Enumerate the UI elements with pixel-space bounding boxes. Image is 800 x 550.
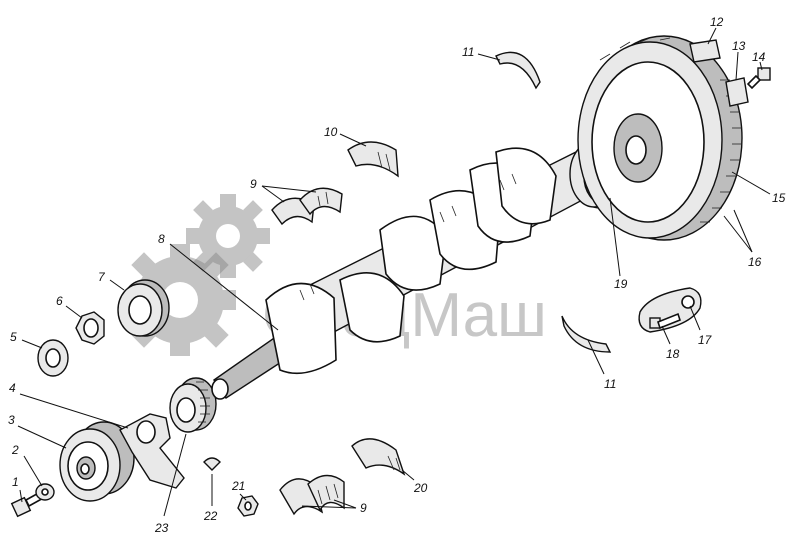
callout-label: 11: [604, 377, 616, 391]
callout-4: 4: [9, 381, 129, 429]
callout-label: 9: [250, 177, 257, 191]
callout-label: 7: [98, 270, 106, 284]
part-lockplate-13: [725, 77, 749, 107]
callout-label: 3: [8, 413, 15, 427]
part-flywheel-15: [577, 35, 743, 241]
callout-label: 15: [772, 191, 786, 205]
callout-label: 16: [748, 255, 762, 269]
callout-16: 16: [723, 209, 762, 269]
part-main-bearing-shells-9-upper: [271, 187, 343, 226]
callout-9-lower: 9: [301, 499, 367, 515]
callout-20: 20: [401, 469, 428, 495]
part-main-bearing-shells-9-lower: [279, 474, 345, 516]
callout-19: 19: [609, 197, 628, 291]
callout-label: 9: [360, 501, 367, 515]
part-bracket-4: [119, 413, 185, 489]
callout-5: 5: [10, 330, 43, 349]
callout-label: 11: [462, 45, 474, 59]
part-bolt-14: [746, 67, 771, 90]
callout-10: 10: [324, 125, 367, 147]
callout-8: 8: [158, 232, 279, 331]
part-lockplate-12: [689, 39, 721, 63]
part-gear-23: [169, 377, 217, 433]
callout-label: 19: [614, 277, 628, 291]
callout-label: 13: [732, 39, 746, 53]
part-seal-7: [117, 279, 170, 337]
part-lockwasher-5: [37, 339, 69, 377]
callout-18: 18: [661, 325, 680, 361]
callout-label: 23: [154, 521, 169, 535]
callout-label: 12: [710, 15, 724, 29]
callout-label: 6: [56, 294, 63, 308]
part-thrust-washer-11-bottom: [561, 315, 612, 353]
callout-11-top: 11: [462, 45, 501, 61]
part-nut-6: [75, 311, 105, 345]
callout-23: 23: [154, 433, 187, 535]
callout-3: 3: [8, 413, 67, 449]
callout-label: 20: [413, 481, 428, 495]
callout-label: 1: [12, 475, 19, 489]
callout-14: 14: [752, 50, 766, 71]
callouts: 1 2 3 4 5 6 7 8: [8, 15, 786, 535]
callout-label: 4: [9, 381, 16, 395]
callout-17: 17: [689, 305, 713, 347]
callout-label: 17: [698, 333, 713, 347]
callout-2: 2: [11, 443, 43, 487]
part-nut-21: [237, 495, 259, 517]
callout-label: 2: [11, 443, 19, 457]
part-washer-2: [35, 483, 55, 501]
part-bearing-shell-10: [347, 141, 399, 178]
callout-label: 14: [752, 50, 766, 64]
callout-21: 21: [231, 479, 247, 501]
callout-22: 22: [203, 474, 218, 523]
callout-1: 1: [12, 475, 23, 503]
callout-label: 22: [203, 509, 218, 523]
part-rod-bearing-shell-20: [351, 438, 406, 476]
callout-6: 6: [56, 294, 83, 319]
callout-label: 8: [158, 232, 165, 246]
watermark-gear-small-icon: [186, 194, 270, 278]
callout-label: 21: [231, 479, 245, 493]
part-pulley-3: [59, 421, 135, 502]
callout-label: 18: [666, 347, 680, 361]
callout-label: 5: [10, 330, 17, 344]
callout-7: 7: [98, 270, 125, 291]
callout-label: 10: [324, 125, 338, 139]
callout-12: 12: [707, 15, 724, 45]
part-key-22: [203, 457, 221, 471]
callout-15: 15: [731, 171, 786, 205]
part-thrust-washer-11-top: [495, 51, 541, 90]
callout-11-bottom: 11: [587, 339, 616, 391]
part-crankshaft-8: [211, 135, 627, 400]
part-bolt-18: [649, 312, 681, 330]
callout-9-upper: 9: [250, 177, 317, 203]
callout-13: 13: [732, 39, 746, 81]
